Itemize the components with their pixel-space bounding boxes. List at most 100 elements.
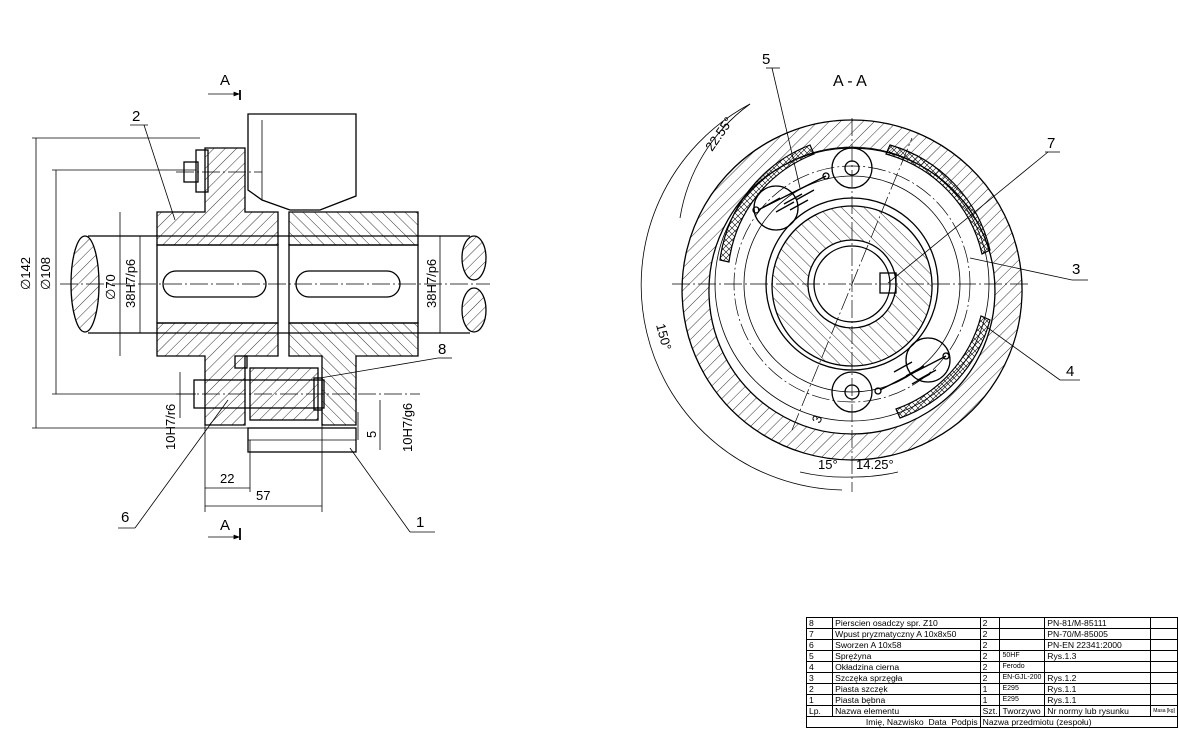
dim-14-25: 14.25° <box>856 457 894 472</box>
bom-cell-norm: Rys.1.1 <box>1044 683 1152 695</box>
bom-cell-qty: 2 <box>979 650 1001 662</box>
svg-text:3: 3 <box>1072 261 1080 278</box>
bom-cell-mat <box>999 628 1046 640</box>
svg-text:∅142: ∅142 <box>18 257 33 290</box>
dim-150: 150° <box>653 322 674 352</box>
bom-cell-mat <box>999 639 1046 651</box>
bom-cell-norm: PN-81/M-85111 <box>1044 617 1152 629</box>
svg-text:∅108: ∅108 <box>38 257 53 290</box>
svg-text:22: 22 <box>220 471 234 486</box>
bom-cell-name: Wpust pryzmatyczny A 10x8x50 <box>832 628 981 640</box>
dim-d142: ∅142 <box>18 137 250 429</box>
dim-fit-pin-right: 10H7/g6 <box>379 400 415 452</box>
bom-cell-name: Pierscien osadczy spr. Z10 <box>832 617 981 629</box>
bom-cell-name: Okładzina cierna <box>832 661 981 673</box>
bom-cell-qty: 2 <box>979 617 1001 629</box>
callout-2: 2 <box>130 108 176 221</box>
bom-cell-qty: 2 <box>979 639 1001 651</box>
svg-text:7: 7 <box>1047 135 1055 152</box>
bom-cell-lp: 6 <box>805 639 834 651</box>
dim-5: 5 <box>357 412 379 440</box>
dim-22: 22 <box>204 420 251 512</box>
bom-cell-norm: Rys.1.3 <box>1044 650 1152 662</box>
bom-cell-name: Sworzen A 10x58 <box>832 639 981 651</box>
svg-text:8: 8 <box>438 341 446 358</box>
section-a-a-view: A - A <box>640 51 1088 492</box>
bom-cell-lp: 3 <box>805 672 834 684</box>
callout-4: 4 <box>987 327 1080 381</box>
svg-text:5: 5 <box>364 431 379 438</box>
bom-cell-qty: 1 <box>979 683 1001 695</box>
bom-cell-name: Sprężyna <box>832 650 981 662</box>
bom-cell-norm: PN-EN 22341:2000 <box>1044 639 1152 651</box>
spring-top <box>752 172 830 214</box>
bom-cell-lp: 7 <box>805 628 834 640</box>
bom-footer-row: Imię, Nazwisko Data Podpis Nazwa przedmi… <box>806 716 1179 728</box>
bom-cell-mat: 50HF <box>999 650 1046 662</box>
svg-text:4: 4 <box>1066 363 1074 380</box>
bom-cell-name: Szczęka sprzęgła <box>832 672 981 684</box>
svg-text:38H7/p6: 38H7/p6 <box>424 259 439 308</box>
dim-3: 3 <box>809 413 826 425</box>
bom-cell-mat <box>999 617 1046 629</box>
section-title: A - A <box>833 73 867 90</box>
section-label-top: A <box>220 72 230 89</box>
svg-text:2: 2 <box>132 108 140 125</box>
side-section-view: A A <box>18 72 490 540</box>
bom-cell-norm <box>1044 661 1152 673</box>
svg-text:∅70: ∅70 <box>103 274 118 300</box>
svg-text:1: 1 <box>416 514 424 531</box>
dim-15: 15° <box>818 457 838 472</box>
bom-cell-mass <box>1150 694 1178 706</box>
callout-5: 5 <box>762 51 801 189</box>
bom-cell-norm: Rys.1.2 <box>1044 672 1152 684</box>
section-label-bottom: A <box>220 517 230 534</box>
bom-cell-qty: 2 <box>979 672 1001 684</box>
section-marker-top: A <box>208 72 241 100</box>
callout-7: 7 <box>887 135 1060 284</box>
bom-cell-mass <box>1150 683 1178 695</box>
callout-1: 1 <box>349 447 435 533</box>
dim-d108: ∅108 <box>38 169 196 395</box>
callout-8: 8 <box>319 341 452 379</box>
bom-cell-norm: PN-70/M-85005 <box>1044 628 1152 640</box>
bom-cell-mass <box>1150 628 1178 640</box>
svg-text:10H7/g6: 10H7/g6 <box>400 403 415 452</box>
bom-cell-mat: E295 <box>999 694 1046 706</box>
bom-cell-norm: Rys.1.1 <box>1044 694 1152 706</box>
callout-3: 3 <box>969 257 1088 281</box>
bom-cell-mass <box>1150 672 1178 684</box>
section-marker-bottom: A <box>208 517 241 540</box>
bom-header-row: Lp. Nazwa elementu Szt. Tworzywo Nr norm… <box>805 705 1178 717</box>
bom-cell-lp: 5 <box>805 650 834 662</box>
dim-fit-pin-left: 10H7/r6 <box>163 372 181 450</box>
svg-text:10H7/r6: 10H7/r6 <box>163 404 178 450</box>
bom-cell-lp: 8 <box>805 617 834 629</box>
bom-cell-mat: Ferodo <box>999 661 1046 673</box>
bom-cell-mass <box>1150 617 1178 629</box>
spring-bottom <box>874 352 950 395</box>
callout-6: 6 <box>118 399 229 529</box>
dim-d70: ∅70 <box>103 212 121 356</box>
bom-cell-qty: 2 <box>979 661 1001 673</box>
svg-text:57: 57 <box>256 488 270 503</box>
svg-text:5: 5 <box>762 51 770 68</box>
bom-cell-name: Piasta szczęk <box>832 683 981 695</box>
bom-cell-mat: EN-GJL-200 <box>999 672 1046 684</box>
dim-57: 57 <box>205 425 323 512</box>
bom-cell-name: Piasta bębna <box>832 694 981 706</box>
bom-cell-mat: E295 <box>999 683 1046 695</box>
bom-cell-qty: 1 <box>979 694 1001 706</box>
dim-fit-left: 38H7/p6 <box>123 236 141 333</box>
bom-cell-qty: 2 <box>979 628 1001 640</box>
